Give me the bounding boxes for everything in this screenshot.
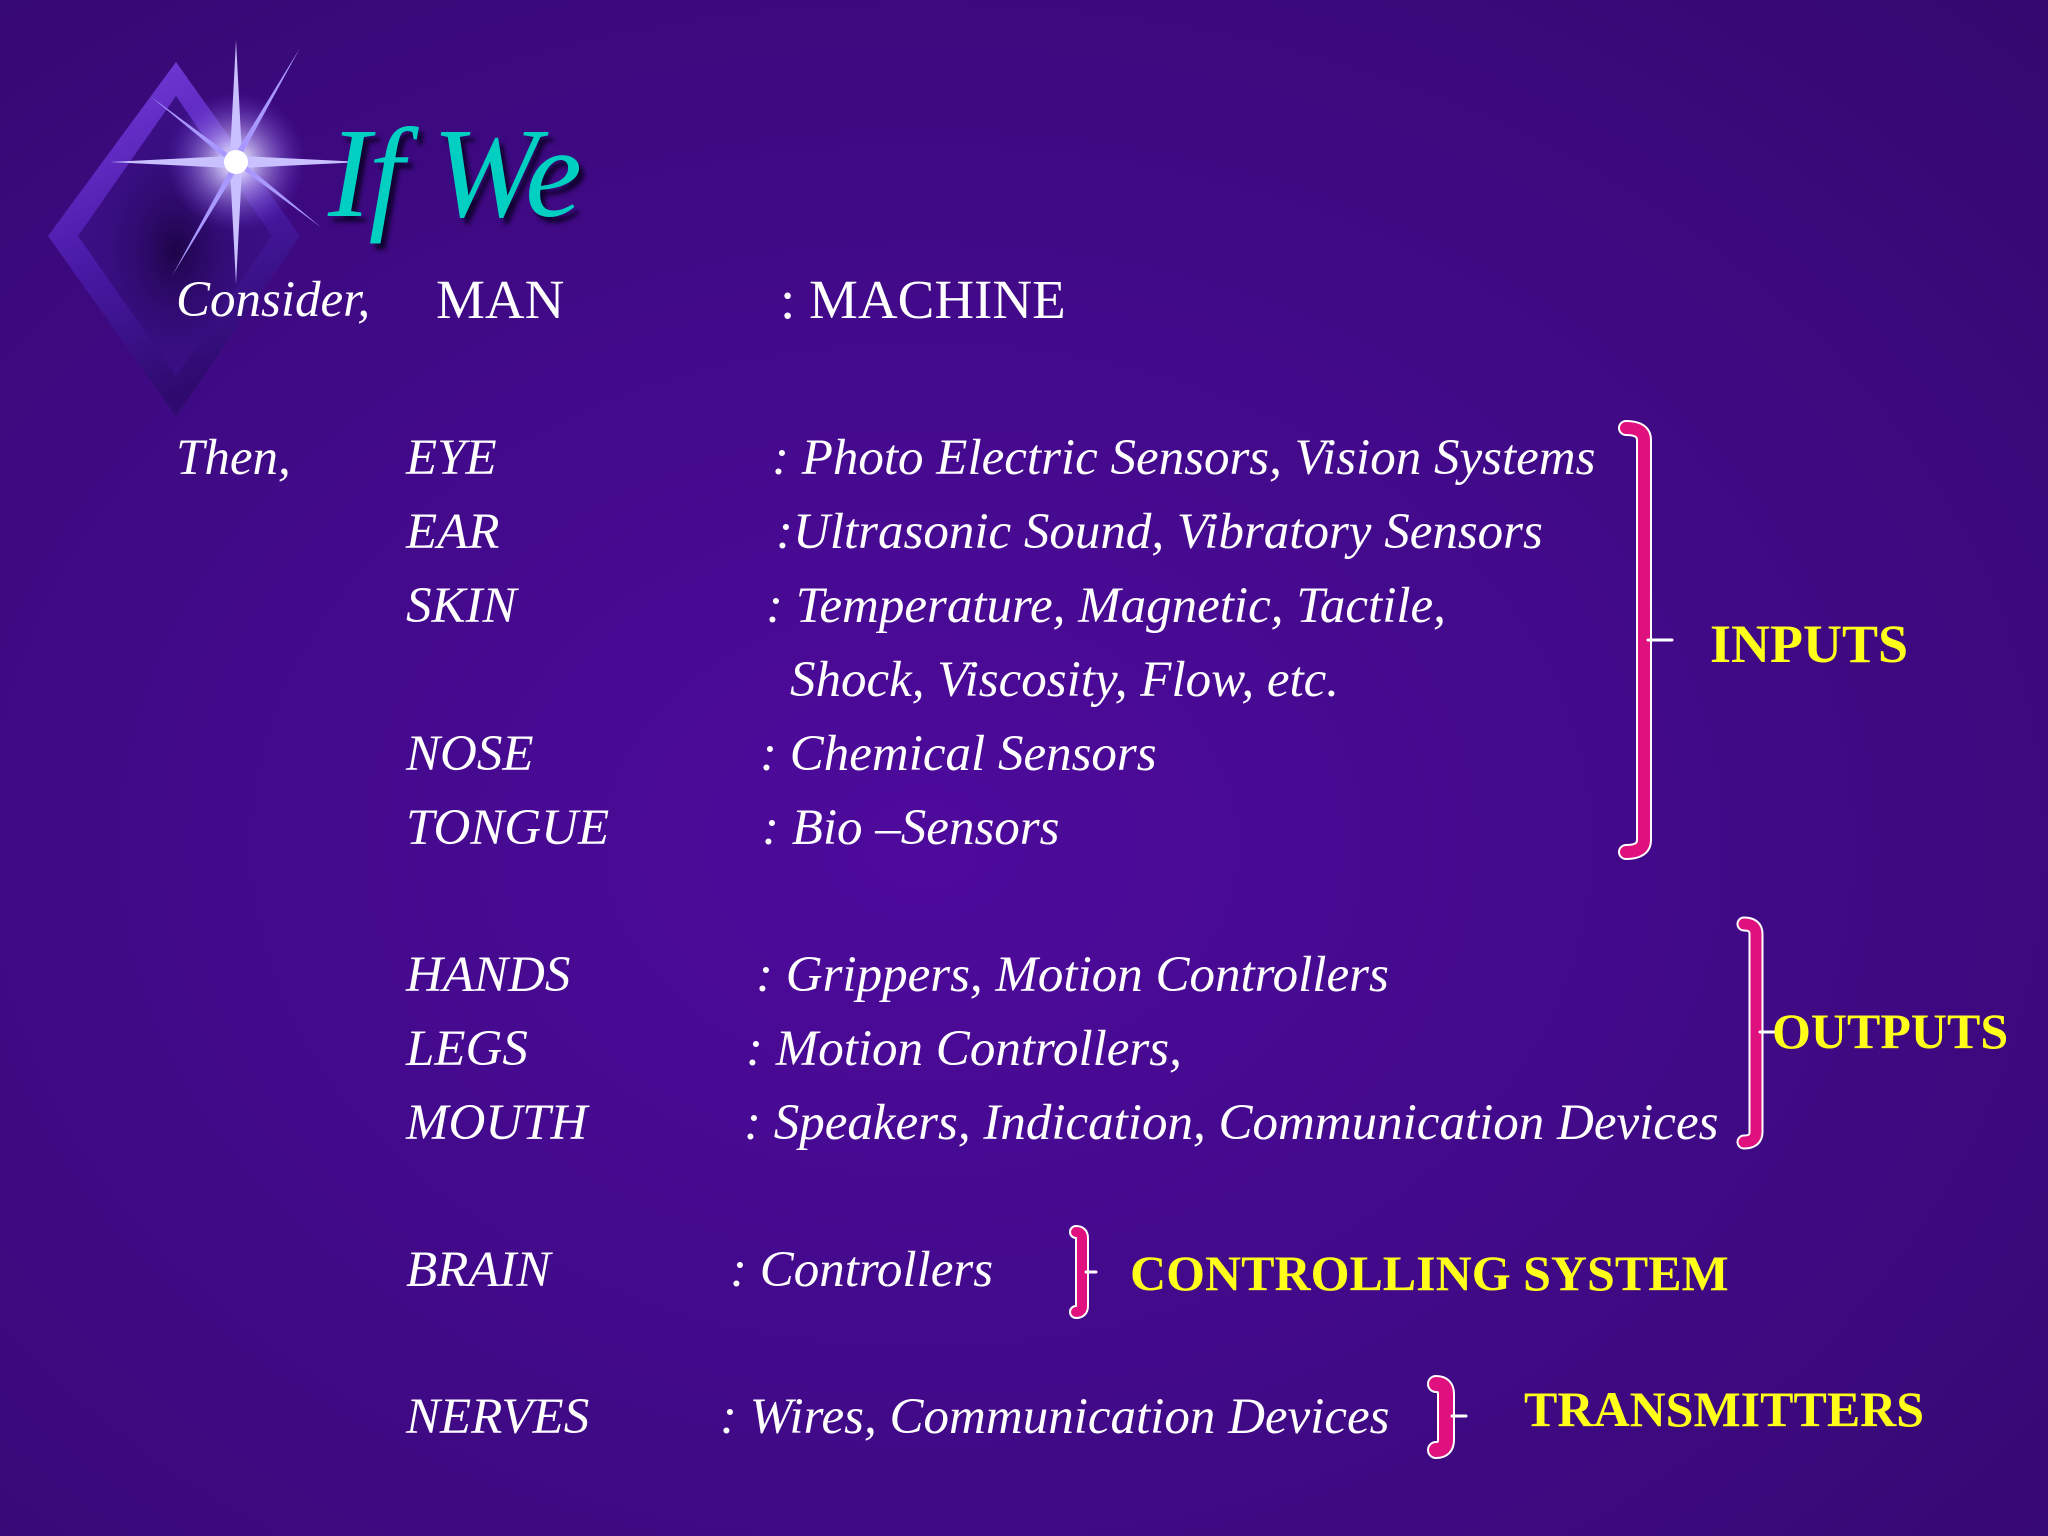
- category-controlling-system: CONTROLLING SYSTEM: [1130, 1245, 1729, 1301]
- diamond-star-logo-icon: [48, 40, 360, 416]
- machine-tongue: : Bio –Sensors: [762, 800, 1060, 856]
- category-outputs: OUTPUTS: [1772, 1003, 2009, 1059]
- organ-hands: HANDS: [406, 947, 571, 1003]
- man-heading: MAN: [436, 269, 565, 330]
- controlling-bracket: [1069, 1225, 1098, 1319]
- machine-skin: : Temperature, Magnetic, Tactile,: [766, 578, 1446, 634]
- machine-legs: : Motion Controllers,: [746, 1021, 1182, 1077]
- organ-brain: BRAIN: [406, 1242, 551, 1298]
- category-inputs: INPUTS: [1710, 614, 1909, 674]
- organ-nose: NOSE: [406, 726, 534, 782]
- organ-ear: EAR: [406, 504, 500, 560]
- organ-nerves: NERVES: [406, 1389, 590, 1445]
- organ-eye: EYE: [406, 430, 497, 486]
- consider-label: Consider,: [176, 272, 371, 328]
- organ-mouth: MOUTH: [406, 1095, 588, 1151]
- machine-hands: : Grippers, Motion Controllers: [756, 947, 1389, 1003]
- machine-ear: :Ultrasonic Sound, Vibratory Sensors: [776, 504, 1543, 560]
- machine-brain: : Controllers: [730, 1242, 994, 1298]
- organ-skin: SKIN: [406, 578, 517, 634]
- machine-mouth: : Speakers, Indication, Communication De…: [744, 1095, 1719, 1151]
- machine-eye: : Photo Electric Sensors, Vision Systems: [772, 430, 1596, 486]
- transmitters-bracket: [1427, 1375, 1468, 1459]
- machine-nerves: : Wires, Communication Devices: [720, 1389, 1390, 1445]
- category-transmitters: TRANSMITTERS: [1524, 1381, 1925, 1437]
- machine-heading: : MACHINE: [780, 269, 1066, 330]
- organ-tongue: TONGUE: [406, 800, 610, 856]
- machine-skin-continued: Shock, Viscosity, Flow, etc.: [790, 652, 1340, 708]
- machine-nose: : Chemical Sensors: [760, 726, 1157, 782]
- organ-legs: LEGS: [406, 1021, 528, 1077]
- inputs-bracket: [1618, 420, 1674, 860]
- then-label: Then,: [176, 430, 291, 486]
- slide-title: If We: [328, 102, 582, 244]
